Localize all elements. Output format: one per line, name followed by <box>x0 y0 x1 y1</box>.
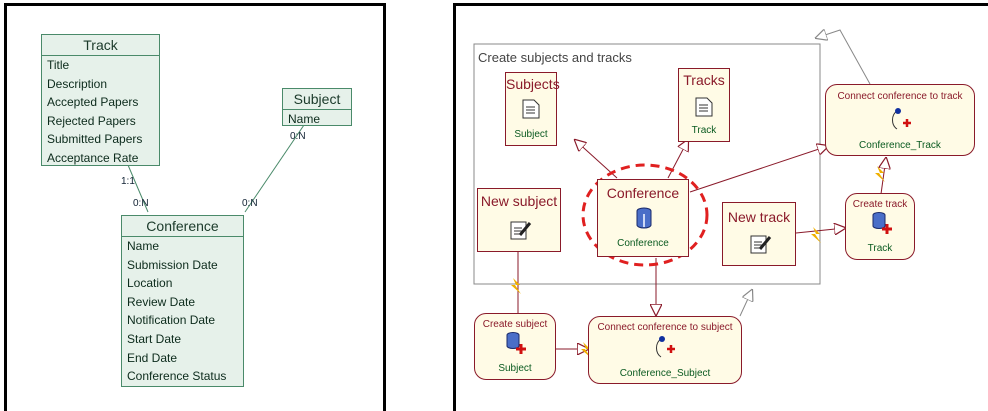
track-attr: Accepted Papers <box>47 95 139 110</box>
track-class[interactable]: Track Title Description Accepted Papers … <box>41 34 160 166</box>
multiplicity-label: 0:N <box>290 131 306 142</box>
node-title: Subjects <box>506 76 560 92</box>
subjects-node[interactable]: Subjects Subject <box>505 72 560 146</box>
subject-attr: Name <box>288 112 321 126</box>
connect-icon <box>892 108 911 130</box>
tracks-node[interactable]: Tracks Track <box>678 68 730 142</box>
conference-attr: Start Date <box>127 331 182 346</box>
node-sub: Conference_Subject <box>619 368 711 379</box>
node-title: Create subject <box>482 319 548 330</box>
track-class-title: Track <box>42 35 159 56</box>
node-title: New subject <box>480 193 558 209</box>
conference-attr: Submission Date <box>127 257 218 272</box>
create-subject-node[interactable]: Create subject Subject <box>474 313 556 380</box>
new-track-node[interactable]: New track <box>722 202 796 266</box>
track-attr: Description <box>47 76 108 91</box>
node-sub: Conference <box>617 238 669 249</box>
connect-subject-node[interactable]: Connect conference to subject Conference… <box>588 316 742 384</box>
node-title: Create track <box>852 199 908 210</box>
node-title: New track <box>727 209 791 225</box>
create-track-node[interactable]: Create track Track <box>845 193 915 260</box>
track-attr: Submitted Papers <box>47 132 143 147</box>
node-title: Conference <box>606 185 680 201</box>
conference-class[interactable]: Conference Name Submission Date Location… <box>121 215 244 387</box>
track-attr: Rejected Papers <box>47 113 136 128</box>
conference-attr: Location <box>127 276 173 291</box>
list-document-icon <box>522 99 540 119</box>
connect-icon <box>656 336 675 358</box>
multiplicity-label: 0:N <box>133 198 149 209</box>
subject-class-title: Subject <box>283 89 351 110</box>
multiplicity-label: 0:N <box>242 198 258 209</box>
multiplicity-label: 1:1 <box>121 176 135 187</box>
node-sub: Conference_Track <box>859 140 941 151</box>
node-sub: Track <box>867 243 893 254</box>
node-title: Connect conference to subject <box>597 322 733 333</box>
node-sub: Track <box>691 125 717 136</box>
track-attr: Acceptance Rate <box>47 150 139 165</box>
group-label: Create subjects and tracks <box>478 50 632 65</box>
track-attr: Title <box>47 58 70 72</box>
node-sub: Subject <box>514 129 548 140</box>
edit-document-icon <box>510 221 532 240</box>
connect-track-node[interactable]: Connect conference to track Conference_T… <box>825 84 975 156</box>
conference-node[interactable]: Conference Conference <box>597 179 689 257</box>
database-icon <box>636 207 652 229</box>
database-add-icon <box>872 212 892 234</box>
node-title: Tracks <box>683 72 725 88</box>
conference-attr: Name <box>127 239 160 253</box>
conference-attr: Conference Status <box>127 369 227 384</box>
new-subject-node[interactable]: New subject <box>477 188 561 252</box>
conference-class-title: Conference <box>122 216 243 237</box>
conference-attr: Notification Date <box>127 313 216 328</box>
edit-document-icon <box>750 235 772 254</box>
node-sub: Subject <box>498 363 532 374</box>
database-add-icon <box>506 332 526 354</box>
conference-attr: End Date <box>127 350 178 365</box>
node-title: Connect conference to track <box>837 91 963 102</box>
list-document-icon <box>695 97 713 117</box>
conference-attr: Review Date <box>127 294 196 309</box>
subject-class[interactable]: Subject Name <box>282 88 352 126</box>
